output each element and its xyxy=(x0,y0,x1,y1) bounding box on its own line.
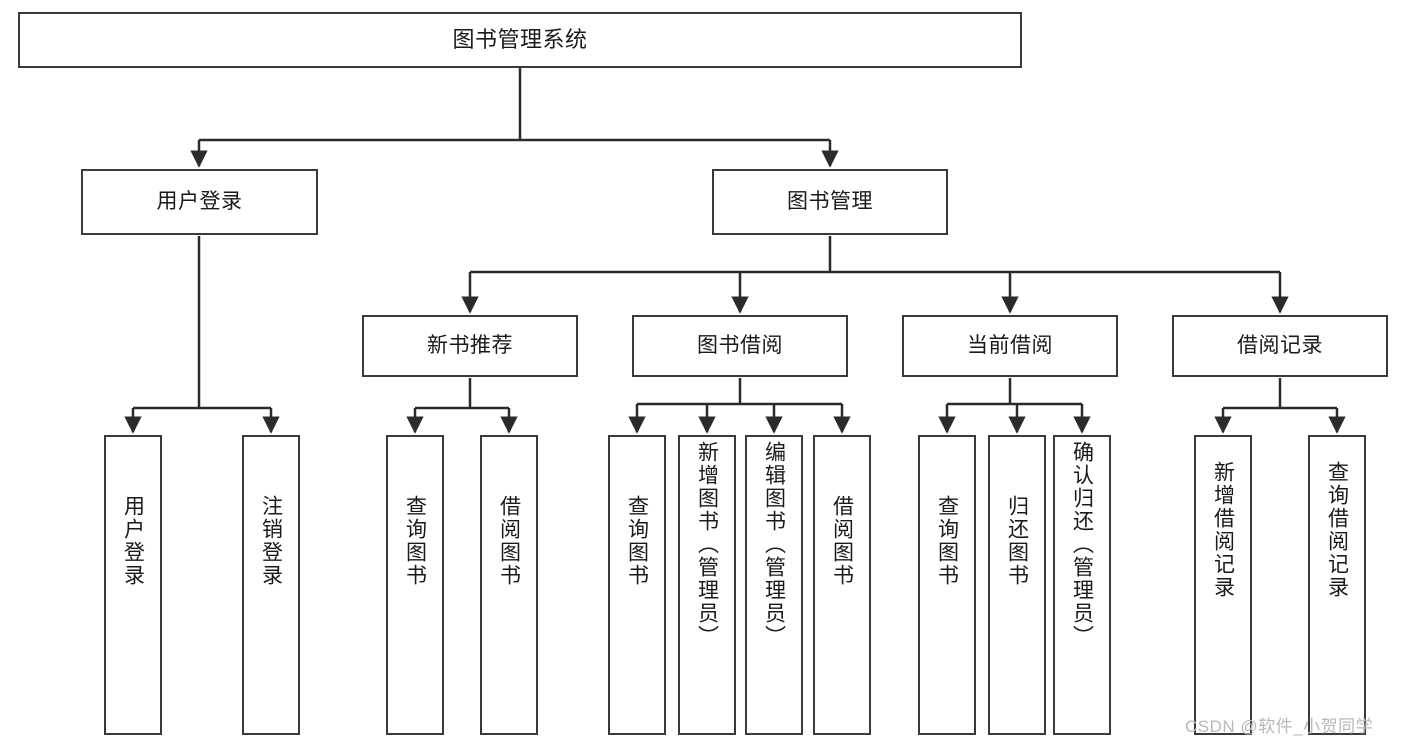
leaf-query-borrow-record[interactable]: 查询借阅记录 xyxy=(1308,435,1366,735)
node-label: 借阅图书 xyxy=(497,495,521,587)
leaf-logout[interactable]: 注销登录 xyxy=(242,435,300,735)
node-label: 新书推荐 xyxy=(427,333,513,357)
leaf-borrow-book[interactable]: 借阅图书 xyxy=(813,435,871,735)
node-label: 注销登录 xyxy=(259,495,283,587)
node-label: 新增借阅记录 xyxy=(1211,461,1235,599)
node-label: 借阅图书 xyxy=(830,495,854,587)
leaf-confirm-return-admin[interactable]: 确认归还（管理员） xyxy=(1053,435,1111,735)
leaf-edit-book-admin[interactable]: 编辑图书（管理员） xyxy=(745,435,803,735)
node-book-management[interactable]: 图书管理 xyxy=(712,169,948,235)
node-root-system[interactable]: 图书管理系统 xyxy=(18,12,1022,68)
node-label: 图书管理系统 xyxy=(452,27,588,53)
node-label: 图书管理 xyxy=(787,189,873,213)
node-label: 图书借阅 xyxy=(697,333,783,357)
node-label: 确认归还（管理员） xyxy=(1070,441,1094,648)
node-label: 用户登录 xyxy=(121,495,145,587)
node-label: 借阅记录 xyxy=(1237,333,1323,357)
node-user-login[interactable]: 用户登录 xyxy=(81,169,318,235)
node-label: 编辑图书（管理员） xyxy=(762,441,786,648)
leaf-query-book-borrow[interactable]: 查询图书 xyxy=(608,435,666,735)
node-label: 查询图书 xyxy=(935,495,959,587)
leaf-borrow-book-new[interactable]: 借阅图书 xyxy=(480,435,538,735)
leaf-return-book[interactable]: 归还图书 xyxy=(988,435,1046,735)
leaf-query-book-new[interactable]: 查询图书 xyxy=(386,435,444,735)
node-label: 用户登录 xyxy=(156,189,243,213)
leaf-add-borrow-record[interactable]: 新增借阅记录 xyxy=(1194,435,1252,735)
leaf-query-book-current[interactable]: 查询图书 xyxy=(918,435,976,735)
node-label: 当前借阅 xyxy=(967,333,1053,357)
node-label: 查询借阅记录 xyxy=(1325,461,1349,599)
node-label: 归还图书 xyxy=(1005,495,1029,587)
node-label: 新增图书（管理员） xyxy=(695,441,719,648)
node-current-borrow[interactable]: 当前借阅 xyxy=(902,315,1118,377)
node-label: 查询图书 xyxy=(625,495,649,587)
node-book-borrow[interactable]: 图书借阅 xyxy=(632,315,848,377)
leaf-user-login[interactable]: 用户登录 xyxy=(104,435,162,735)
leaf-add-book-admin[interactable]: 新增图书（管理员） xyxy=(678,435,736,735)
node-borrow-record[interactable]: 借阅记录 xyxy=(1172,315,1388,377)
node-new-book-recommend[interactable]: 新书推荐 xyxy=(362,315,578,377)
node-label: 查询图书 xyxy=(403,495,427,587)
